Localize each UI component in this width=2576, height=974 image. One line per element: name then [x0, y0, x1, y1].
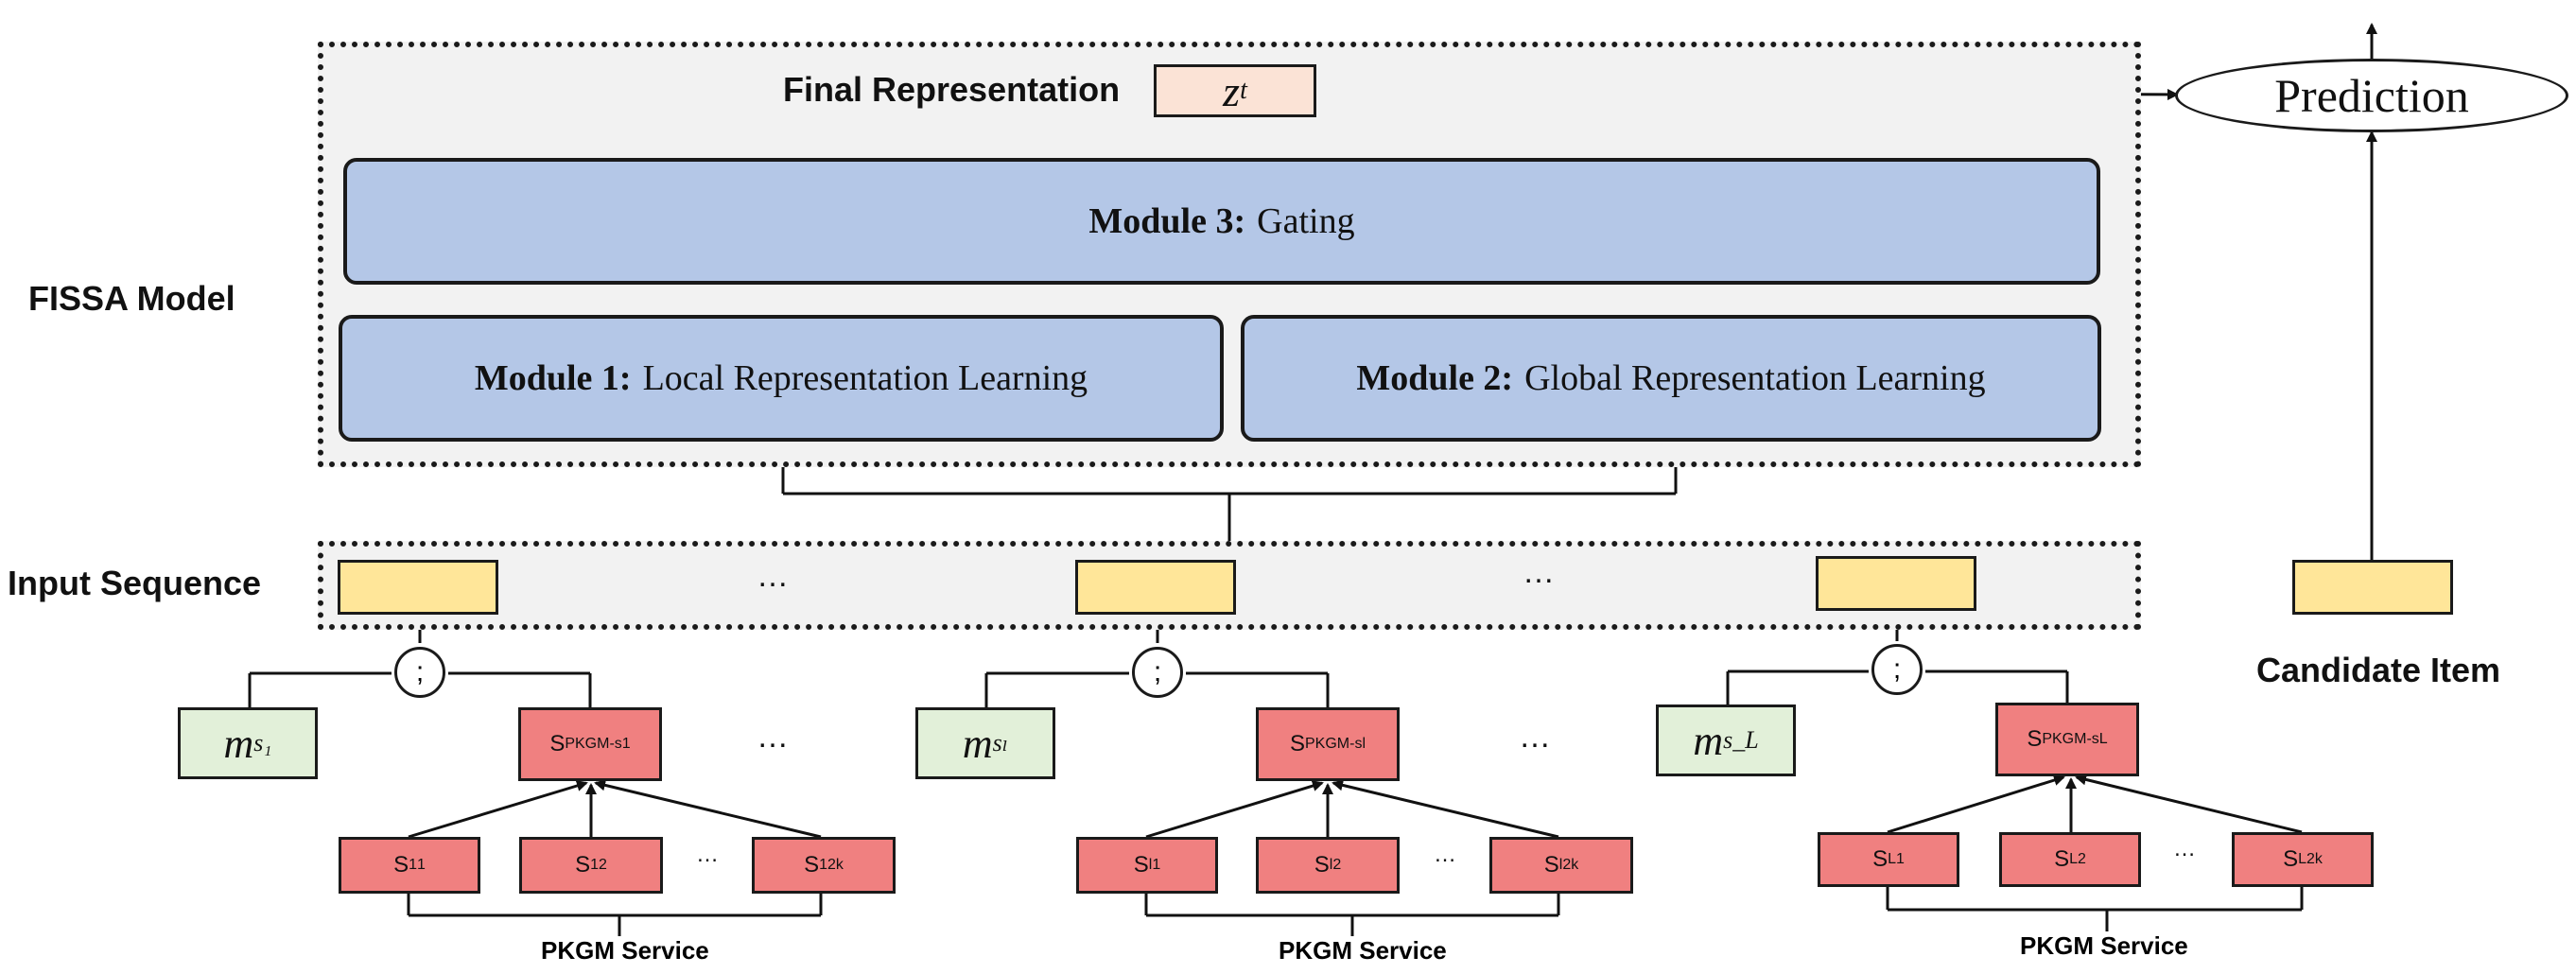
- final-representation-label: Final Representation: [783, 70, 1121, 109]
- group-ellipsis-1: …: [757, 719, 789, 755]
- pkgm-service-1: PKGM Service: [541, 936, 709, 965]
- pkgm-ellipsis-3: …: [2173, 836, 2196, 861]
- pkgm-label-1: PKGM-s1: [565, 736, 631, 752]
- module-3-title: Module 3:: [1088, 201, 1246, 241]
- fissa-model-label: FISSA Model: [28, 279, 235, 318]
- m-subscript-L: s_L: [1723, 726, 1759, 754]
- concat-node-3: ;: [1871, 644, 1923, 695]
- concat-node-1: ;: [394, 647, 445, 698]
- pkgm-service-2: PKGM Service: [1279, 936, 1447, 965]
- sequence-ellipsis-1: …: [757, 558, 789, 594]
- module-3-gating: Module 3: Gating: [343, 158, 2100, 285]
- pkgm-service-3: PKGM Service: [2020, 931, 2188, 960]
- module-1-local: Module 1:Local Representation Learning: [339, 315, 1224, 442]
- module-2-title: Module 2:: [1356, 358, 1514, 398]
- module-1-title: Module 1:: [474, 358, 632, 398]
- sequence-item-l: [1075, 560, 1236, 615]
- module-3-text: Gating: [1257, 201, 1355, 241]
- concat-symbol: ;: [415, 656, 425, 687]
- input-sequence-label: Input Sequence: [8, 564, 262, 602]
- sequence-ellipsis-2: …: [1523, 554, 1555, 590]
- prediction-node: Prediction: [2175, 59, 2568, 132]
- group-ellipsis-2: …: [1519, 719, 1551, 755]
- module-1-text: Local Representation Learning: [642, 358, 1088, 398]
- prediction-label: Prediction: [2274, 69, 2469, 122]
- candidate-item-box: [2292, 560, 2453, 615]
- sequence-item-1: [338, 560, 498, 615]
- concat-node-2: ;: [1132, 647, 1183, 698]
- pkgm-ellipsis-2: …: [1434, 842, 1456, 867]
- m-subscript-1: s₁: [253, 729, 272, 757]
- z-symbol: z: [1223, 66, 1241, 115]
- module-2-global: Module 2:Global Representation Learning: [1241, 315, 2101, 442]
- module-2-text: Global Representation Learning: [1524, 358, 1986, 398]
- z-subscript: t: [1240, 76, 1247, 105]
- candidate-item-label: Candidate Item: [2256, 651, 2501, 689]
- sequence-item-L: [1816, 556, 1976, 611]
- pkgm-label-l: PKGM-sl: [1305, 736, 1366, 752]
- pkgm-label-L: PKGM-sL: [2042, 731, 2108, 747]
- pkgm-ellipsis-1: …: [696, 842, 719, 867]
- m-subscript-l: sₗ: [992, 729, 1009, 757]
